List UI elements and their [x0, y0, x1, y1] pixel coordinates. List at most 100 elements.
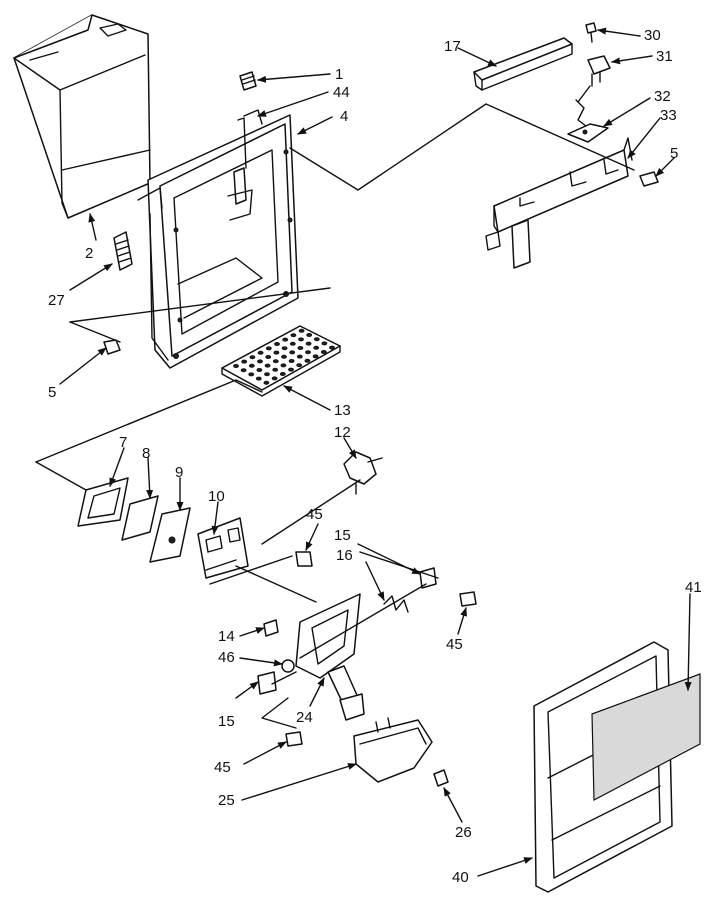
part-33-mounting-bracket	[485, 137, 633, 269]
grille-hole	[257, 350, 264, 355]
grille-hole	[255, 376, 262, 381]
grille-hole	[240, 368, 247, 373]
grille-hole	[281, 354, 287, 359]
callout-17: 17	[444, 38, 461, 55]
part-4-dispenser-frame	[137, 114, 299, 369]
part-1-light-bulb	[239, 71, 257, 91]
callout-14: 14	[218, 628, 235, 645]
grille-hole	[271, 376, 278, 381]
grille-hole	[298, 337, 304, 342]
grille-hole	[264, 363, 271, 368]
callout-13: 13	[334, 402, 351, 419]
grille-hole	[273, 350, 280, 355]
grille-hole	[296, 363, 303, 368]
callout-labels: 1 44 4 2 27 5 13 12 17 30 31 32 33 5 7 8…	[48, 27, 702, 886]
grille-hole	[306, 333, 313, 337]
grille-hole	[296, 354, 303, 359]
part-5-screw-left	[103, 339, 121, 355]
grille-hole	[241, 359, 248, 364]
part-44-switch-assembly	[227, 109, 263, 221]
callout-24: 24	[296, 709, 313, 726]
part-45-pin-right	[459, 591, 477, 607]
grille-hole	[274, 342, 280, 346]
grille-hole	[257, 359, 263, 364]
grille-hole	[290, 333, 297, 338]
callout-1: 1	[335, 66, 343, 83]
part-27-block	[113, 231, 133, 271]
grille-hole	[298, 328, 305, 333]
grille-hole	[305, 350, 311, 355]
part-13-drip-grille	[221, 325, 341, 397]
callout-25: 25	[218, 792, 235, 809]
grille-hole	[282, 337, 289, 342]
part-2-housing-cover	[13, 14, 151, 219]
callout-41: 41	[685, 579, 702, 596]
callout-45-lower: 45	[214, 759, 231, 776]
callout-5-left: 5	[48, 384, 56, 401]
grille-hole	[313, 345, 320, 350]
callout-40: 40	[452, 869, 469, 886]
grille-hole	[321, 341, 328, 346]
callout-9: 9	[175, 464, 183, 481]
callout-27: 27	[48, 292, 65, 309]
callout-33: 33	[660, 107, 677, 124]
part-14-pivot-pin	[263, 619, 279, 637]
callout-12: 12	[334, 424, 351, 441]
callout-45-right: 45	[446, 636, 463, 653]
grille-hole	[280, 363, 287, 368]
grille-hole	[263, 380, 270, 385]
part-24-actuator-lever	[295, 593, 365, 721]
grille-hole	[289, 341, 296, 346]
part-30-screw	[585, 22, 597, 43]
grille-hole	[320, 350, 327, 354]
part-10-hinge-bracket	[197, 517, 249, 579]
part-46-washer	[281, 659, 295, 673]
grille-hole	[288, 367, 294, 372]
callout-16: 16	[336, 547, 353, 564]
grille-hole	[233, 364, 239, 368]
callout-8: 8	[142, 445, 150, 462]
callout-7: 7	[119, 434, 127, 451]
part-15-bushing-right	[419, 567, 437, 589]
part-32-actuator	[567, 99, 609, 143]
grille-hole	[313, 337, 320, 342]
callout-32: 32	[654, 88, 671, 105]
assembly-lines	[35, 85, 635, 729]
grille-hole	[265, 355, 272, 359]
grille-hole	[297, 346, 304, 350]
callout-15-right: 15	[334, 527, 351, 544]
grille-hole	[264, 372, 270, 377]
callout-15-left: 15	[218, 713, 235, 730]
part-7-lamp-cover	[77, 477, 129, 527]
callout-10: 10	[208, 488, 225, 505]
grille-hole	[272, 367, 279, 372]
part-9-lens-holder	[149, 507, 191, 563]
callout-44: 44	[333, 84, 350, 101]
callout-30: 30	[644, 27, 661, 44]
grille-hole	[289, 350, 296, 355]
grille-hole	[329, 345, 335, 350]
grille-hole	[304, 358, 311, 363]
grille-hole	[248, 372, 255, 377]
part-26-screw	[433, 769, 449, 787]
callout-31: 31	[656, 48, 673, 65]
callout-4: 4	[340, 108, 348, 125]
part-8-lens	[121, 495, 159, 541]
grille-hole	[272, 359, 279, 364]
grille-hole	[281, 346, 288, 351]
part-45-pin-middle	[295, 551, 313, 567]
callout-26: 26	[455, 824, 472, 841]
grille-hole	[288, 359, 295, 363]
callout-45-middle: 45	[306, 506, 323, 523]
part-16-spring	[383, 595, 409, 613]
part-25-drip-cup	[353, 717, 433, 783]
part-15-bushing-left	[257, 671, 277, 695]
callout-arrows	[59, 27, 692, 877]
grille-hole	[279, 372, 286, 376]
grille-hole	[265, 346, 272, 351]
grille-hole	[256, 368, 263, 372]
callout-2: 2	[85, 245, 93, 262]
part-41-label	[591, 673, 701, 801]
grille-hole	[248, 363, 255, 368]
